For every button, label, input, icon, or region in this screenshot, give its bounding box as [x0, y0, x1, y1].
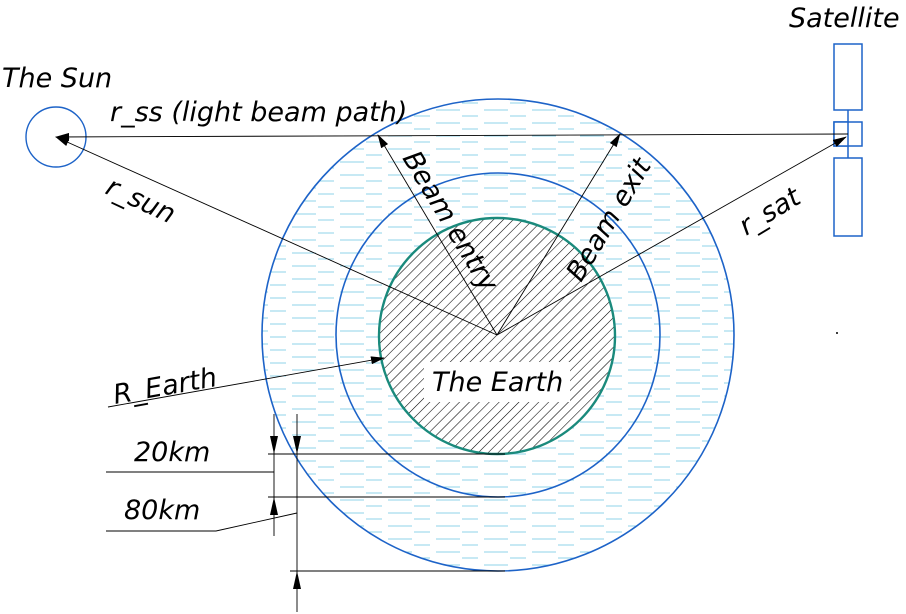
beam-entry-vector	[377, 134, 498, 336]
r-earth-label: R_Earth	[111, 362, 219, 411]
dim-80km-arrow-top	[293, 436, 301, 454]
beam-exit-vector	[496, 133, 621, 336]
r-ss-label: r_ss (light beam path)	[110, 97, 407, 128]
earth-label-background	[424, 362, 570, 402]
dim-20km-arrow-top	[270, 436, 278, 454]
dim-80km-arrow-bottom	[293, 571, 301, 589]
r-earth-leader	[107, 356, 385, 408]
earth-label: The Earth	[432, 367, 563, 398]
sun-label: The Sun	[2, 63, 112, 94]
dim-80km-label: 80km	[124, 495, 200, 526]
dim-80km-leader	[106, 512, 298, 532]
light-beam-path	[55, 132, 849, 141]
dim-20km-label: 20km	[134, 437, 210, 468]
r-sat-vector	[496, 136, 847, 336]
satellite-icon	[833, 43, 863, 237]
r-sat-label: r_sat	[734, 181, 808, 242]
stray-dot	[836, 332, 838, 334]
r-sun-label: r_sun	[101, 171, 180, 230]
satellite-label: Satellite	[789, 3, 900, 34]
dim-20km-arrow-bottom	[270, 497, 278, 515]
r-sun-vector	[55, 136, 498, 336]
